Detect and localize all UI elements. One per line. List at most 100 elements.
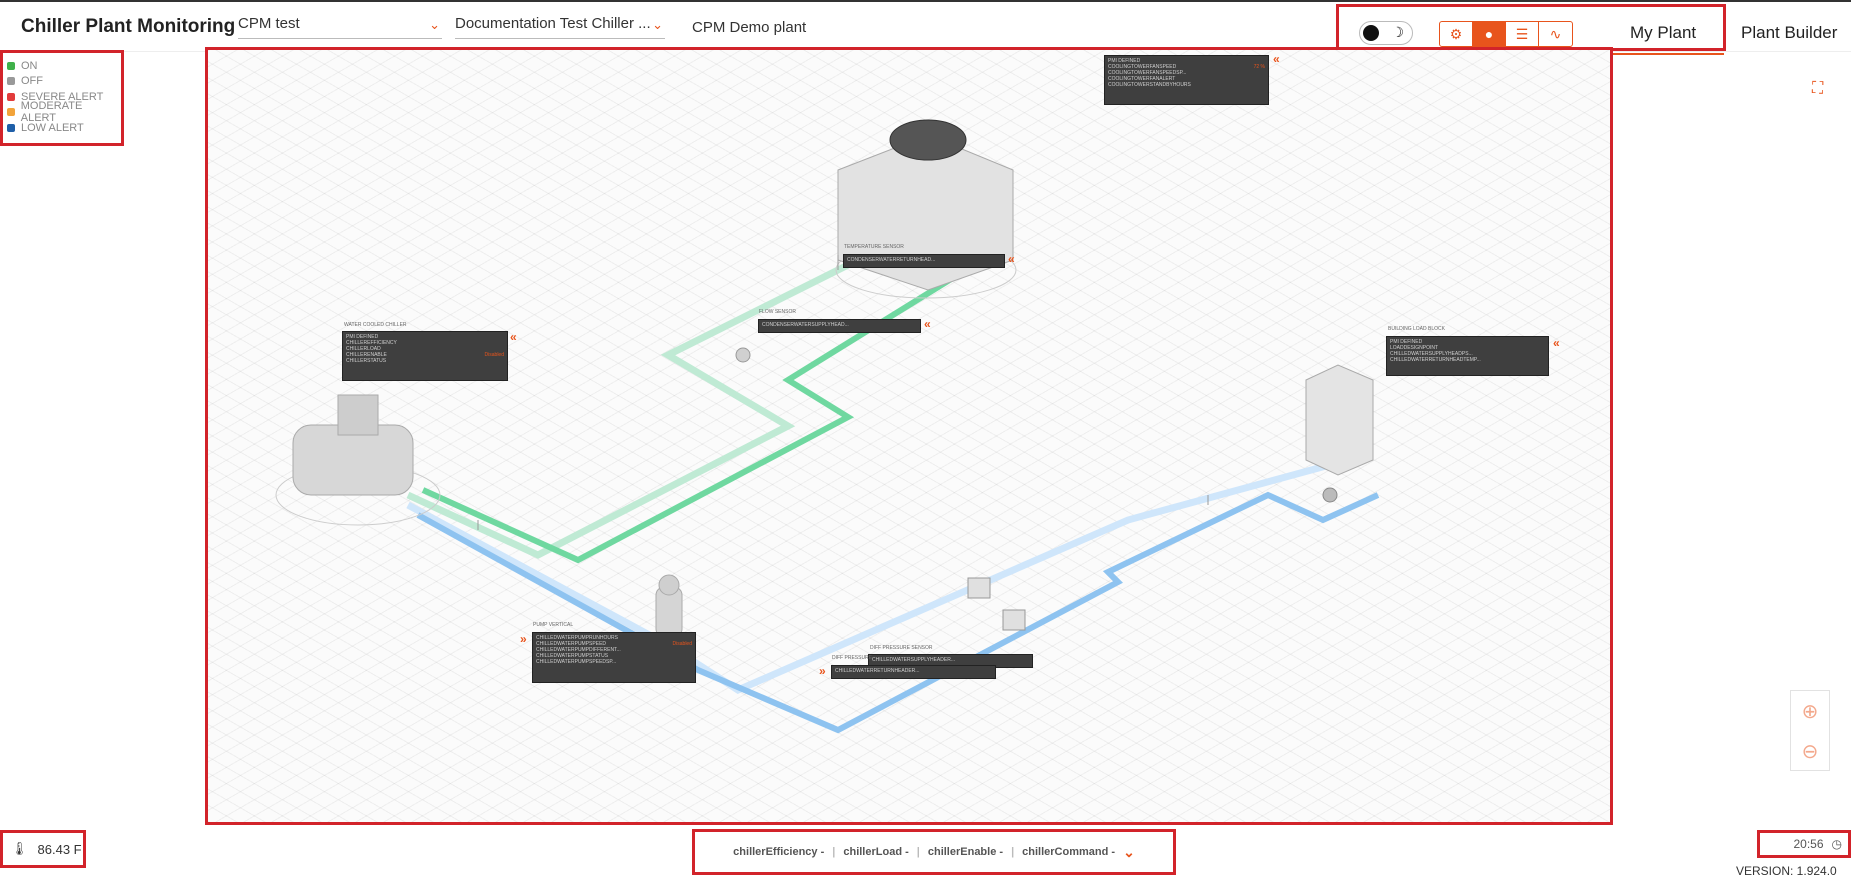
- diff-pressure-sensor[interactable]: [967, 577, 991, 599]
- panel-line: CHILLEDWATERRETURNHEADER...: [835, 668, 920, 674]
- panel-line: LOADDESIGNPOINT: [1390, 345, 1439, 351]
- diff-pressure-label: DIFF PRESSURE: [832, 655, 873, 661]
- panel-line: COOLINGTOWERFANSPEEDSP...: [1108, 70, 1187, 76]
- chiller-label: WATER COOLED CHILLER: [344, 322, 407, 328]
- panel-line: CHILLERLOAD: [346, 346, 381, 352]
- building-label: BUILDING LOAD BLOCK: [1388, 326, 1445, 332]
- app-title: Chiller Plant Monitoring: [21, 16, 236, 37]
- panel-line: CHILLEDWATERPUMPSTATUS: [536, 653, 609, 659]
- clock-icon: ◷: [1831, 837, 1842, 851]
- thermometer-icon: 🌡: [11, 841, 28, 856]
- collapse-panel-icon[interactable]: «: [1553, 336, 1560, 350]
- panel-line: COOLINGTOWERSTANDBYHOURS: [1108, 82, 1191, 88]
- panel-value: 72 %: [1253, 64, 1265, 70]
- panel-line: CHILLEDWATERPUMPDIFFERENT...: [536, 647, 621, 653]
- collapse-panel-icon[interactable]: »: [520, 632, 527, 646]
- zoom-out-icon[interactable]: ⊖: [1801, 740, 1819, 763]
- temperature-value: 86.43 F: [37, 841, 82, 857]
- view-mode-selector: ⚙ ● ☰ ∿: [1439, 21, 1573, 47]
- divider: |: [1011, 846, 1015, 858]
- diff-pressure-panel[interactable]: CHILLEDWATERRETURNHEADER...: [831, 665, 996, 679]
- chevron-down-icon: ⌄: [429, 17, 440, 32]
- divider: |: [916, 846, 920, 858]
- pipe-network: [275, 119, 1380, 734]
- vertical-pump[interactable]: [655, 574, 683, 638]
- flow-sensor[interactable]: [735, 347, 751, 363]
- panel-line: PMI DEFINED: [346, 334, 379, 340]
- zoom-in-icon[interactable]: ⊕: [1801, 700, 1819, 723]
- collapse-panel-icon[interactable]: «: [924, 317, 931, 331]
- legend-swatch: [7, 123, 15, 132]
- collapse-panel-icon[interactable]: «: [510, 330, 517, 344]
- legend-item: MODERATE ALERT: [7, 100, 117, 124]
- chevron-down-icon[interactable]: ⌄: [1123, 843, 1135, 860]
- panel-line: CHILLEDWATERRETURNHEADTEMP...: [1390, 357, 1481, 363]
- legend-item: ON: [7, 58, 117, 74]
- panel-line: COOLINGTOWERFANALERT: [1108, 76, 1176, 82]
- tab-plant-builder[interactable]: Plant Builder: [1741, 23, 1838, 42]
- list-view-icon[interactable]: ☰: [1506, 22, 1539, 46]
- panel-line: CHILLEDWATERSUPPLYHEADPS...: [1390, 351, 1473, 357]
- divider: |: [832, 846, 836, 858]
- temp-sensor-panel[interactable]: CONDENSERWATERRETURNHEAD...: [843, 254, 1005, 268]
- collapse-panel-icon[interactable]: «: [1008, 252, 1015, 266]
- dot-view-icon[interactable]: ●: [1473, 22, 1506, 46]
- temp-sensor-label: TEMPERATURE SENSOR: [844, 244, 904, 250]
- panel-line: CONDENSERWATERRETURNHEAD...: [847, 257, 936, 263]
- panel-line: CHILLEDWATERPUMPRUNHOURS: [536, 635, 618, 641]
- legend-swatch: [7, 61, 15, 70]
- collapse-panel-icon[interactable]: «: [1273, 52, 1280, 66]
- panel-line: PMI DEFINED: [1390, 339, 1423, 345]
- panel-line: PMI DEFINED: [1108, 58, 1141, 64]
- panel-value: Disabled: [672, 641, 692, 647]
- building-panel[interactable]: PMI DEFINED LOADDESIGNPOINT CHILLEDWATER…: [1386, 336, 1549, 376]
- moon-icon: ☽: [1391, 24, 1404, 40]
- collapse-panel-icon[interactable]: »: [819, 664, 826, 678]
- panel-line: CHILLEDWATERSUPPLYHEADER...: [872, 657, 955, 663]
- param-value: -: [1111, 846, 1116, 858]
- active-tab-indicator: [1602, 53, 1724, 55]
- panel-line: CHILLEDWATERPUMPSPEEDSP...: [536, 659, 617, 665]
- cooling-tower[interactable]: [835, 119, 1017, 299]
- pump-label: PUMP VERTICAL: [533, 622, 574, 628]
- legend-swatch: [7, 108, 15, 117]
- time-value: 20:56: [1793, 837, 1824, 851]
- theme-toggle[interactable]: ☽: [1359, 21, 1413, 45]
- legend-label: LOW ALERT: [21, 121, 84, 134]
- chiller-select-value: Documentation Test Chiller ...: [455, 15, 651, 32]
- legend-swatch: [7, 77, 15, 86]
- legend-item: LOW ALERT: [7, 120, 117, 136]
- panel-key: CHILLEDWATERPUMPSPEED: [536, 641, 607, 647]
- plant-view-icon[interactable]: ⚙: [1440, 22, 1473, 46]
- water-cooled-chiller[interactable]: [275, 394, 441, 526]
- plant-select[interactable]: CPM test ⌄: [238, 15, 442, 39]
- param-value: -: [999, 846, 1004, 858]
- tab-my-plant[interactable]: My Plant: [1630, 23, 1697, 42]
- chiller-panel[interactable]: PMI DEFINED CHILLEREFFICIENCY CHILLERLOA…: [342, 331, 508, 381]
- clock: 20:56 ◷: [1757, 830, 1851, 858]
- chiller-select[interactable]: Documentation Test Chiller ... ⌄: [455, 15, 665, 39]
- demo-plant-label: CPM Demo plant: [692, 19, 807, 36]
- condenser-supply-pipe: [406, 246, 880, 559]
- outdoor-temperature: 🌡 86.43 F: [0, 830, 86, 868]
- panel-line: CHILLEREFFICIENCY: [346, 340, 397, 346]
- parameter-strip[interactable]: chillerEfficiency - | chillerLoad - | ch…: [692, 829, 1176, 875]
- pump-panel[interactable]: CHILLEDWATERPUMPRUNHOURS CHILLEDWATERPUM…: [532, 632, 696, 683]
- flow-sensor-panel[interactable]: CONDENSERWATERSUPPLYHEAD...: [758, 319, 921, 333]
- diff-pressure-sensor[interactable]: [1002, 609, 1026, 631]
- panel-line: CONDENSERWATERSUPPLYHEAD...: [762, 322, 849, 328]
- param-name: chillerCommand: [1022, 846, 1109, 858]
- fullscreen-icon[interactable]: ⛶: [1812, 80, 1824, 97]
- status-legend: ON OFF SEVERE ALERT MODERATE ALERT LOW A…: [0, 50, 124, 146]
- trend-view-icon[interactable]: ∿: [1549, 25, 1562, 42]
- param-name: chillerLoad: [843, 846, 903, 858]
- condenser-return-pipe: [421, 247, 1000, 564]
- building-load-block[interactable]: [1305, 364, 1374, 503]
- version-label: VERSION: 1.924.0: [1736, 864, 1837, 878]
- legend-item: OFF: [7, 74, 117, 90]
- chilled-return-pipe: [416, 491, 1380, 734]
- chevron-down-icon: ⌄: [652, 17, 663, 32]
